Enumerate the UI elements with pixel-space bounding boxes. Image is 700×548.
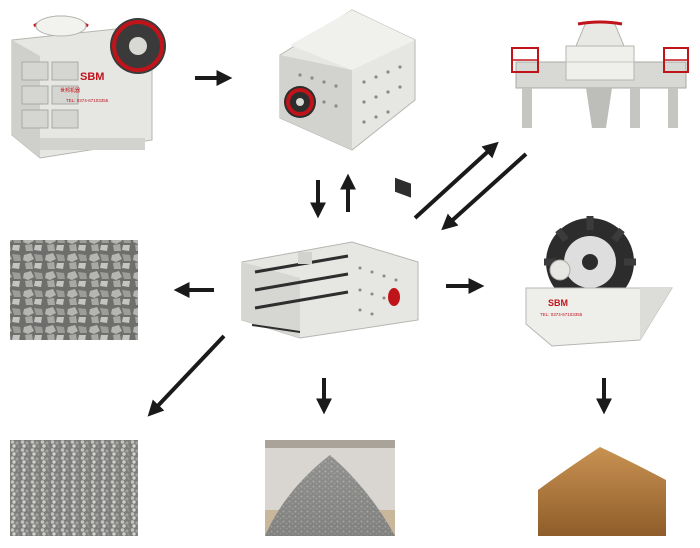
vibrating-screen-icon	[241, 241, 419, 339]
impact-crusher-icon	[279, 9, 416, 198]
bucket-sand-washer-icon	[525, 216, 673, 347]
vsi-crusher-icon	[511, 20, 689, 128]
washer-logo: SBM	[548, 298, 568, 308]
jaw-logo-subtext: 世邦机器	[60, 87, 80, 94]
arrow-screen-to-fine-gravel	[147, 334, 226, 417]
jaw-phone-text: TEL: 0374-67103355	[66, 98, 109, 103]
arrow-screen-to-vsi	[413, 141, 499, 220]
jaw-crusher-icon	[11, 15, 166, 159]
jaw-logo: SBM	[80, 71, 104, 83]
gravel-pile-icon	[265, 440, 395, 536]
sand-pile-icon	[538, 440, 666, 536]
arrow-vsi-to-screen	[441, 152, 528, 231]
fine-gravel-icon	[10, 440, 138, 536]
washer-phone-text: TEL: 0374-67103355	[540, 312, 583, 317]
coarse-stones-icon	[10, 240, 138, 340]
